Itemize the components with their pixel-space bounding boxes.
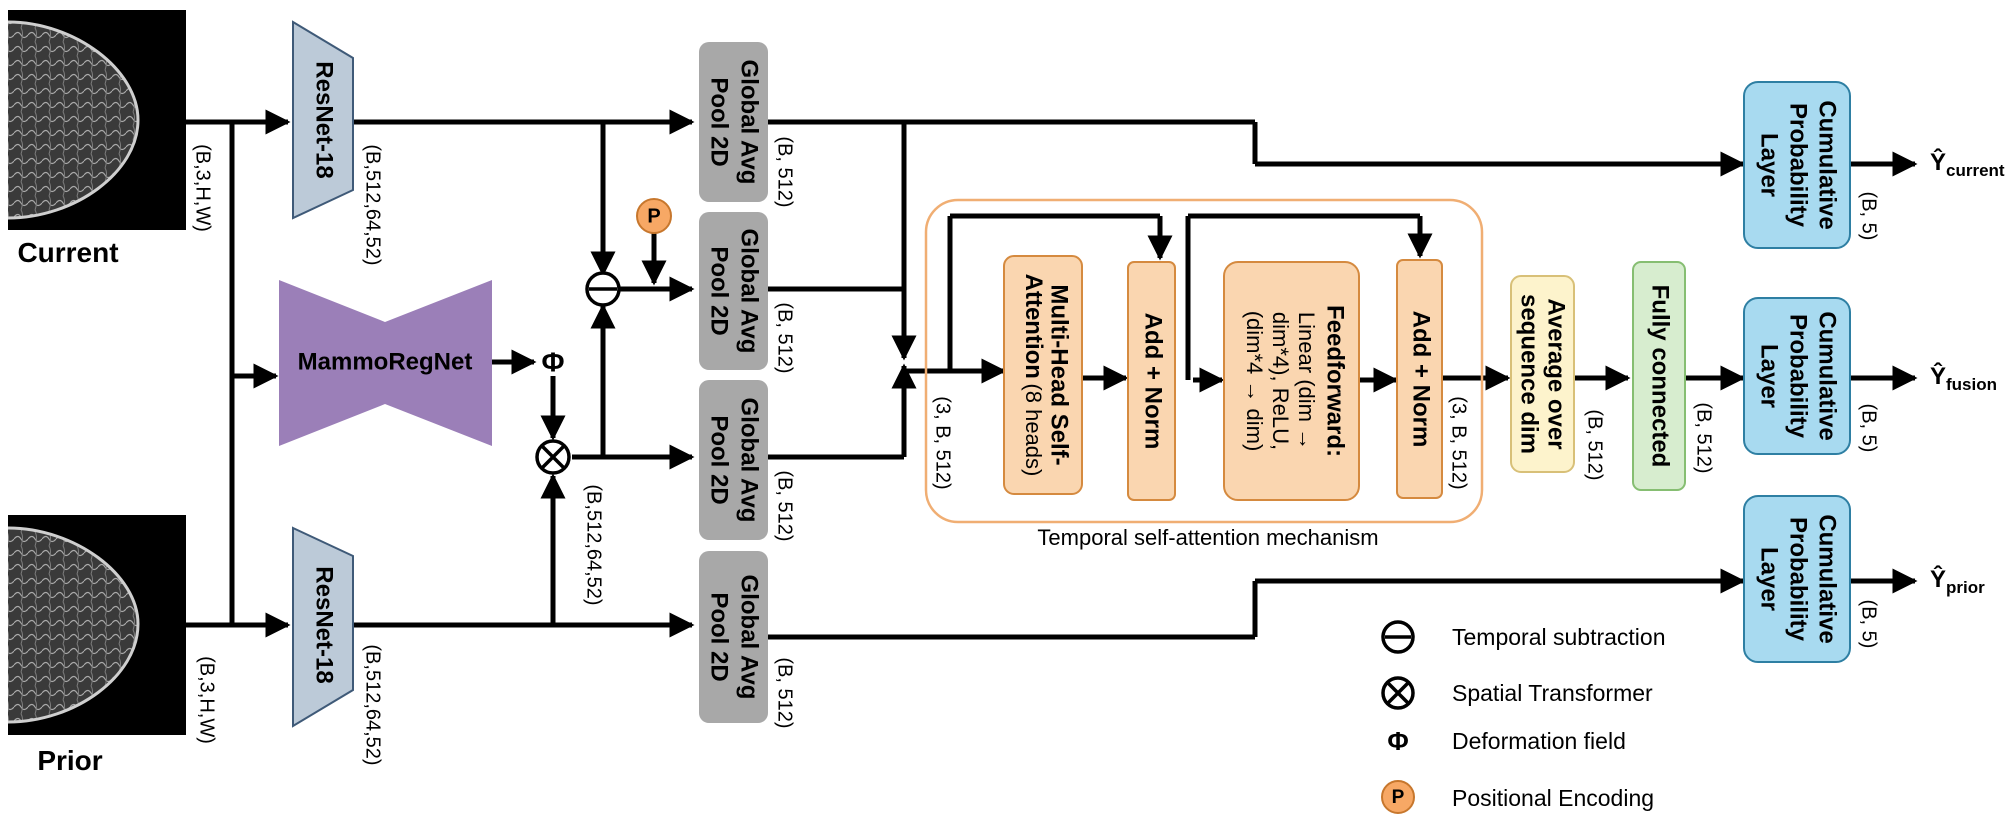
svg-text:(B, 512): (B, 512) bbox=[774, 470, 796, 541]
svg-text:Attention (8 hea: Attention (8 heads) bbox=[1020, 274, 1047, 477]
resnet-current-label: ResNet-18 bbox=[311, 61, 338, 178]
svg-text:Global Avg: Global Avg bbox=[736, 575, 763, 700]
svg-text:Linear (dim →: Linear (dim → bbox=[1294, 312, 1319, 450]
svg-text:Pool 2D: Pool 2D bbox=[706, 246, 733, 335]
svg-text:Cumulative: Cumulative bbox=[1814, 100, 1841, 229]
svg-text:Global Avg: Global Avg bbox=[736, 229, 763, 354]
output-prior: Ŷprior bbox=[1930, 565, 1985, 597]
svg-text:(3, B, 512): (3, B, 512) bbox=[1448, 396, 1470, 489]
svg-text:(B,3,H,W): (B,3,H,W) bbox=[196, 656, 218, 744]
svg-text:Pool 2D: Pool 2D bbox=[706, 77, 733, 166]
attention-frame bbox=[924, 198, 1484, 524]
output-fusion: Ŷfusion bbox=[1930, 362, 1997, 394]
gap-block-prior: Global Avg Pool 2D bbox=[699, 551, 768, 723]
svg-text:(B, 512): (B, 512) bbox=[1693, 402, 1715, 473]
svg-text:(B,512,64,52): (B,512,64,52) bbox=[362, 644, 384, 765]
svg-text:Global Avg: Global Avg bbox=[736, 398, 763, 523]
svg-text:(3, B, 512): (3, B, 512) bbox=[932, 396, 954, 489]
svg-text:sequence dim: sequence dim bbox=[1516, 294, 1543, 454]
add-norm-block-2: Add + Norm bbox=[1396, 259, 1443, 499]
cpl-current: Cumulative Probability Layer bbox=[1743, 81, 1851, 249]
mammoregnet-label: MammoRegNet bbox=[298, 348, 473, 375]
svg-text:Feedforward:: Feedforward: bbox=[1322, 305, 1349, 457]
svg-text:Probability: Probability bbox=[1785, 314, 1812, 439]
feedforward-block: Feedforward: Linear (dim → dim*4), ReLU,… bbox=[1223, 261, 1360, 501]
mammoregnet-block: MammoRegNet bbox=[279, 280, 492, 446]
connection-lines bbox=[186, 109, 1918, 640]
fully-connected-block: Fully connected bbox=[1632, 261, 1686, 491]
spatial-transformer-operator bbox=[535, 439, 571, 475]
output-current: Ŷcurrent bbox=[1930, 148, 2005, 180]
svg-text:Cumulative: Cumulative bbox=[1814, 311, 1841, 440]
svg-text:Probability: Probability bbox=[1785, 103, 1812, 228]
add-norm-block-1: Add + Norm bbox=[1127, 261, 1176, 501]
svg-text:(B,512,64,52): (B,512,64,52) bbox=[362, 144, 384, 265]
average-sequence-block: Average over sequence dim bbox=[1510, 275, 1575, 473]
svg-text:Cumulative: Cumulative bbox=[1814, 514, 1841, 643]
legend-positional-label: Positional Encoding bbox=[1452, 785, 1654, 811]
cpl-fusion: Cumulative Probability Layer bbox=[1743, 297, 1851, 455]
svg-text:(B,3,H,W): (B,3,H,W) bbox=[192, 144, 214, 232]
dimension-labels: (B,3,H,W) (B,3,H,W) (B,512,64,52) (B,512… bbox=[192, 136, 1880, 765]
legend-spatial-icon bbox=[1381, 676, 1415, 710]
svg-text:(B, 512): (B, 512) bbox=[774, 302, 796, 373]
svg-text:(B, 512): (B, 512) bbox=[774, 136, 796, 207]
svg-text:Multi-Head Self-: Multi-Head Self- bbox=[1046, 284, 1073, 465]
svg-text:Layer: Layer bbox=[1756, 344, 1783, 408]
legend: Temporal subtraction Spatial Transformer… bbox=[1381, 620, 1666, 814]
attention-caption: Temporal self-attention mechanism bbox=[1037, 525, 1378, 550]
svg-text:Global Avg: Global Avg bbox=[736, 60, 763, 185]
legend-deformation-label: Deformation field bbox=[1452, 728, 1626, 754]
svg-text:(dim*4 → dim): (dim*4 → dim) bbox=[1242, 311, 1267, 452]
svg-text:Add + Norm: Add + Norm bbox=[1408, 311, 1435, 448]
svg-text:Fully connected: Fully connected bbox=[1647, 285, 1674, 468]
legend-phi-icon: Φ bbox=[1387, 726, 1408, 756]
svg-text:Layer: Layer bbox=[1756, 547, 1783, 611]
positional-encoding-circle: P bbox=[636, 198, 672, 234]
svg-text:P: P bbox=[1392, 787, 1405, 808]
positional-encoding-symbol: P bbox=[647, 205, 660, 227]
resnet-current: ResNet-18 bbox=[292, 20, 354, 220]
svg-text:(B, 5): (B, 5) bbox=[1858, 404, 1880, 453]
svg-text:(B, 5): (B, 5) bbox=[1858, 192, 1880, 241]
prior-label: Prior bbox=[37, 745, 102, 776]
svg-text:Pool 2D: Pool 2D bbox=[706, 592, 733, 681]
svg-text:(B, 512): (B, 512) bbox=[774, 657, 796, 728]
current-mammogram bbox=[7, 10, 186, 230]
gap-block-subtraction: Global Avg Pool 2D bbox=[699, 212, 768, 370]
svg-text:Probability: Probability bbox=[1785, 517, 1812, 642]
multi-head-attention-block: Multi-Head Self- Attention (8 heads) bbox=[1003, 255, 1083, 495]
legend-subtraction-icon bbox=[1381, 620, 1415, 654]
svg-text:Average over: Average over bbox=[1543, 298, 1570, 449]
resnet-prior: ResNet-18 bbox=[292, 526, 354, 728]
svg-text:(B, 512): (B, 512) bbox=[1584, 409, 1606, 480]
legend-p-icon: P bbox=[1381, 780, 1415, 814]
svg-text:Add + Norm: Add + Norm bbox=[1140, 313, 1167, 450]
gap-block-current: Global Avg Pool 2D bbox=[699, 42, 768, 202]
phi-symbol: Φ bbox=[542, 346, 565, 377]
svg-text:dim*4), ReLU,: dim*4), ReLU, bbox=[1268, 312, 1293, 450]
svg-text:Pool 2D: Pool 2D bbox=[706, 415, 733, 504]
current-label: Current bbox=[17, 237, 118, 268]
svg-text:Layer: Layer bbox=[1756, 133, 1783, 197]
resnet-prior-label: ResNet-18 bbox=[311, 566, 338, 683]
gap-block-registered: Global Avg Pool 2D bbox=[699, 380, 768, 540]
svg-text:(B, 5): (B, 5) bbox=[1858, 600, 1880, 649]
svg-text:(B,512,64,52): (B,512,64,52) bbox=[583, 484, 605, 605]
cpl-prior: Cumulative Probability Layer bbox=[1743, 495, 1851, 663]
prior-mammogram bbox=[7, 515, 186, 735]
legend-spatial-label: Spatial Transformer bbox=[1452, 680, 1653, 706]
legend-subtraction-label: Temporal subtraction bbox=[1452, 624, 1666, 650]
temporal-subtraction-operator bbox=[585, 271, 621, 307]
